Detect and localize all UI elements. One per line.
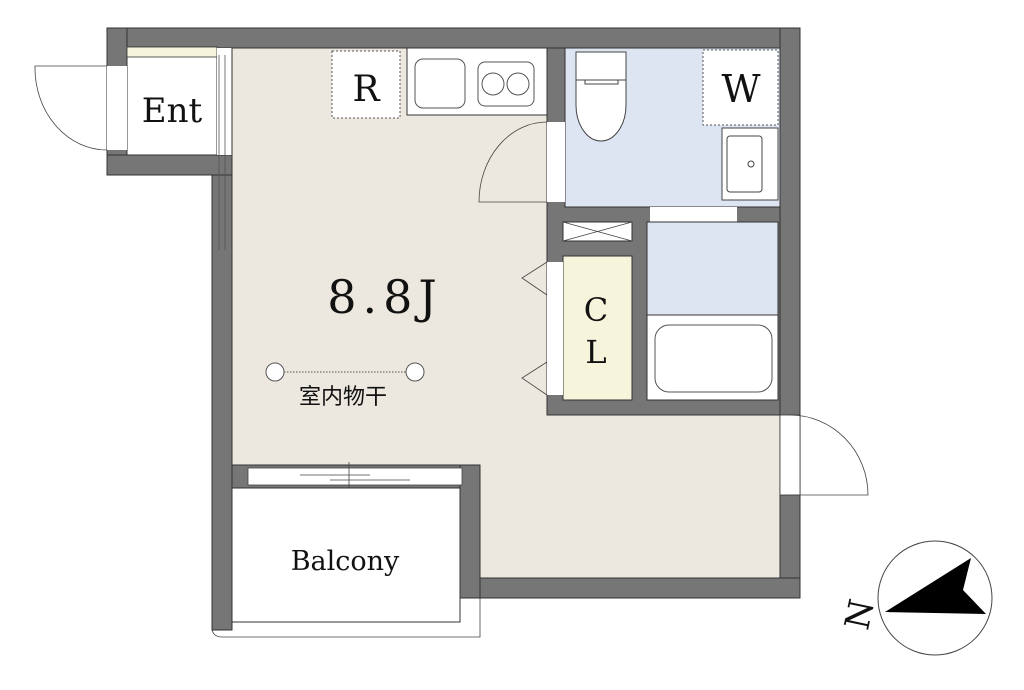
drying-pole-end (265, 362, 285, 382)
closet-label-l: L (585, 333, 606, 371)
indoor-drying-label: 室内物干 (299, 385, 387, 410)
washer-label: W (721, 67, 760, 111)
bathroom (646, 221, 779, 316)
refrigerator-label: R (352, 69, 380, 110)
closet-label-c: C (584, 291, 608, 329)
stove-icon (477, 61, 535, 107)
north-arrow-icon (885, 558, 986, 614)
sink-icon (414, 58, 466, 109)
side-door (779, 414, 869, 496)
toilet-tank (575, 51, 627, 81)
utility: C L (521, 221, 779, 401)
bathtub-icon (654, 324, 773, 393)
room-size-label: 8.8J (327, 270, 443, 324)
closet (562, 255, 633, 401)
toilet-icon (575, 79, 627, 142)
entrance-door-swing (34, 65, 108, 151)
balcony: Balcony (211, 462, 481, 638)
drying-pole-end (405, 362, 425, 382)
entrance-label: Ent (142, 91, 203, 131)
compass: N (837, 540, 993, 656)
washroom: W (478, 47, 781, 222)
washer-space (702, 49, 779, 126)
refrigerator-space (331, 50, 401, 119)
kitchen-counter (406, 47, 548, 116)
balcony-window (247, 467, 463, 486)
entrance: Ent (34, 46, 232, 250)
balcony-label: Balcony (291, 546, 400, 577)
closet-door-icon (521, 261, 548, 396)
washroom-door-swing (478, 121, 548, 203)
washbasin-icon (721, 127, 779, 201)
north-label: N (837, 596, 882, 633)
